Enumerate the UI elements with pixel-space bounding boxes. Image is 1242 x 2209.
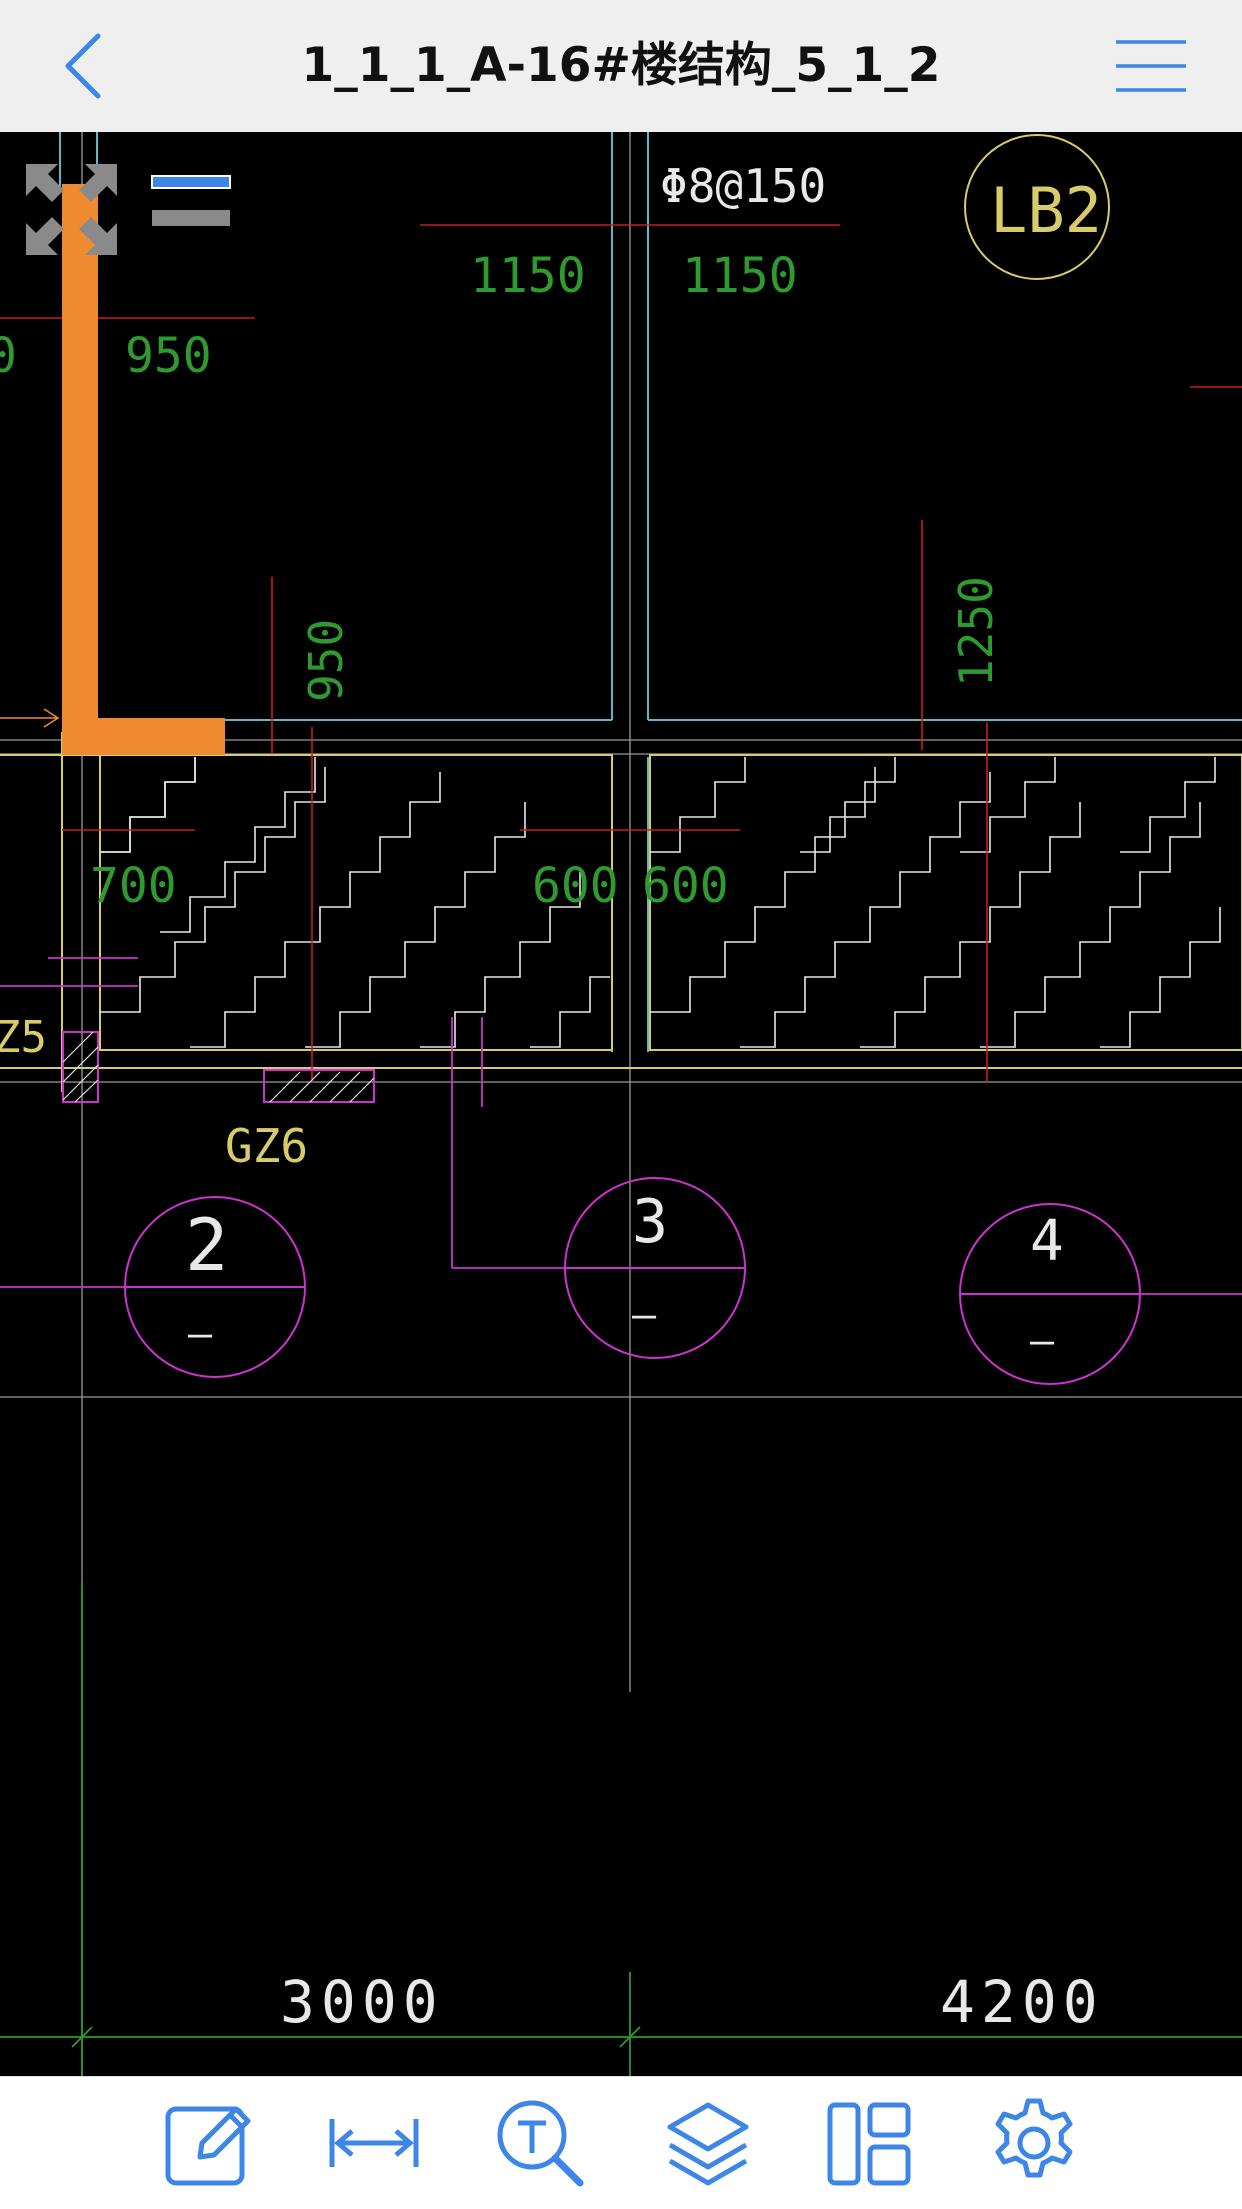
section-2-sub: —	[188, 1311, 213, 1357]
dim-600-a: 600	[532, 858, 619, 914]
dim-600-b: 600	[642, 858, 729, 914]
measure-button[interactable]	[326, 2095, 422, 2191]
top-nav-bar: 1_1_1_A-16#楼结构_5_1_2	[0, 0, 1242, 133]
hamburger-menu-icon	[1116, 40, 1186, 92]
fit-view-button[interactable]	[24, 162, 119, 257]
layer-toggle-button[interactable]	[150, 172, 232, 234]
section-4-number: 4	[1030, 1209, 1064, 1274]
text-search-icon	[497, 2100, 584, 2187]
dim-3000: 3000	[280, 1968, 444, 2036]
layers-button[interactable]	[660, 2095, 756, 2191]
dim-4200: 4200	[940, 1968, 1104, 2036]
chevron-left-icon	[65, 33, 101, 99]
slab-tag: LB2	[990, 174, 1102, 247]
dim-950-vertical: 950	[299, 619, 353, 702]
section-3-sub: —	[632, 1292, 657, 1338]
back-button[interactable]	[48, 26, 128, 106]
settings-gear-icon	[995, 2098, 1073, 2178]
column-tag-gz6: GZ6	[225, 1119, 308, 1173]
cad-drawing: Φ8@150 LB2 1150 1150 950 0 950 1250 700 …	[0, 132, 1242, 2076]
layout-button[interactable]	[822, 2095, 918, 2191]
dim-1150-a: 1150	[470, 248, 586, 304]
rebar-label: Φ8@150	[660, 159, 826, 213]
layers-icon	[667, 2102, 749, 2186]
layout-panels-icon	[827, 2102, 911, 2186]
section-3-number: 3	[632, 1187, 668, 1257]
annotate-pen-icon	[165, 2106, 251, 2186]
settings-button[interactable]	[986, 2095, 1082, 2191]
dim-1150-b: 1150	[682, 248, 798, 304]
annotate-button[interactable]	[160, 2095, 256, 2191]
section-4-sub: —	[1030, 1318, 1055, 1364]
menu-button[interactable]	[1104, 26, 1194, 106]
dim-700: 700	[90, 858, 177, 914]
bottom-toolbar	[0, 2076, 1242, 2209]
text-search-button[interactable]	[492, 2095, 588, 2191]
expand-arrows-icon	[26, 164, 117, 255]
section-2-number: 2	[185, 1203, 228, 1287]
layer-lines-icon	[151, 175, 231, 226]
dim-0: 0	[0, 328, 17, 384]
page-title: 1_1_1_A-16#楼结构_5_1_2	[301, 38, 941, 93]
column-tag-z5: Z5	[0, 1012, 47, 1063]
drawing-canvas[interactable]: Φ8@150 LB2 1150 1150 950 0 950 1250 700 …	[0, 132, 1242, 2076]
dim-950: 950	[125, 328, 212, 384]
measure-distance-icon	[329, 2119, 419, 2167]
dim-1250-vertical: 1250	[949, 576, 1003, 687]
